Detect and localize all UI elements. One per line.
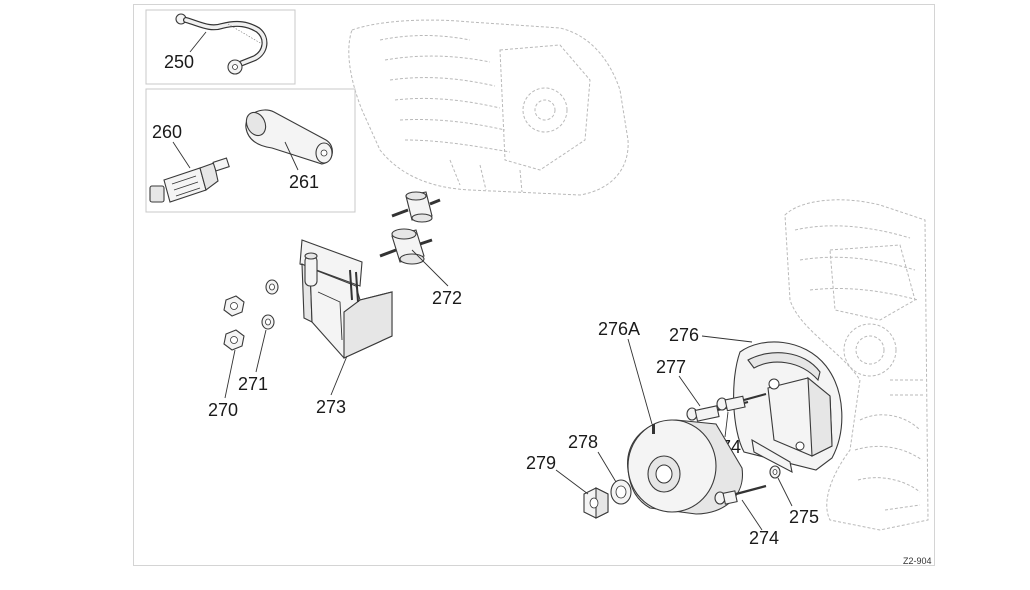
label-260: 260	[152, 122, 182, 142]
engine-block-outline	[784, 199, 929, 531]
label-273: 273	[316, 397, 346, 417]
stator-plate-part	[733, 341, 843, 474]
label-272: 272	[432, 288, 462, 308]
rubber-mount-lower	[379, 228, 433, 265]
lock-nut-lower	[223, 329, 245, 351]
label-278: 278	[568, 432, 598, 452]
label-270: 270	[208, 400, 238, 420]
diagram-frame	[133, 4, 935, 566]
ignition-coil-part	[299, 239, 393, 359]
label-279: 279	[526, 453, 556, 473]
spark-plug-cap-part	[245, 109, 333, 165]
small-washer-part	[769, 465, 781, 479]
lock-nut-upper	[223, 295, 245, 317]
flywheel-washer-part	[610, 479, 632, 505]
long-socket-screw-part	[714, 484, 767, 505]
spark-plug-part	[149, 157, 230, 203]
socket-screw-middle	[716, 393, 767, 412]
flywheel-nut-part	[583, 487, 609, 519]
label-250: 250	[164, 52, 194, 72]
figure-reference: Z2-904	[903, 556, 932, 566]
engine-housing-outline	[348, 19, 629, 196]
rubber-mount-upper	[391, 191, 441, 223]
label-274-lower: 274	[749, 528, 779, 548]
ground-cable-part	[175, 13, 268, 75]
inset-box-cable	[145, 9, 296, 85]
label-275: 275	[789, 507, 819, 527]
label-276A: 276A	[598, 319, 640, 339]
washer-lower	[261, 314, 275, 330]
label-261: 261	[289, 172, 319, 192]
washer-upper	[265, 279, 279, 295]
label-271: 271	[238, 374, 268, 394]
label-276: 276	[669, 325, 699, 345]
label-277: 277	[656, 357, 686, 377]
